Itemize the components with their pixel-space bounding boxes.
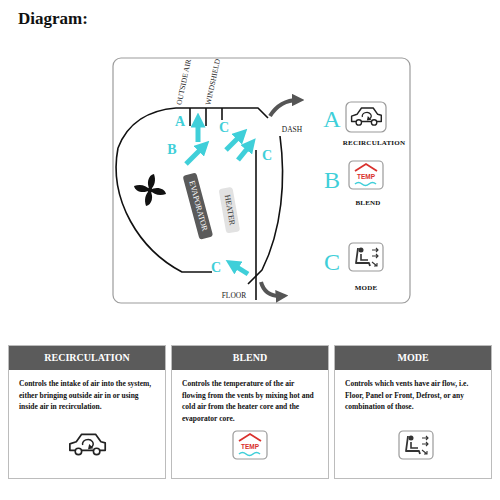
mode-icon <box>399 431 433 459</box>
port-label: OUTSIDE AIR <box>176 58 193 105</box>
recirculation-icon <box>352 108 382 125</box>
fan-blade <box>134 185 150 192</box>
airflow-arrow <box>232 264 248 274</box>
door-letter: A <box>175 115 185 129</box>
card-heading: RECIRCULATION <box>9 346 165 370</box>
card-description: Controls the intake of air into the syst… <box>9 370 165 421</box>
control-name: RECIRCULATION <box>343 140 405 147</box>
temp-icon <box>349 161 383 189</box>
control-name: BLEND <box>355 200 380 207</box>
blower-fan <box>134 174 166 206</box>
info-card: BLENDControls the temperature of the air… <box>171 345 329 479</box>
dash-outlet-arrow <box>270 100 298 116</box>
component-name: EVAPORATOR <box>187 180 208 232</box>
mode-icon <box>349 243 383 271</box>
airflow-arrow <box>226 134 242 150</box>
component-name: HEATER <box>222 194 235 226</box>
airflow-arrow <box>196 120 201 142</box>
air-duct <box>116 108 282 300</box>
recirculation-icon-frame <box>346 102 386 132</box>
duct-left-wall <box>116 148 212 272</box>
icon-text: TEMP <box>357 174 375 181</box>
duct-divider <box>189 108 191 126</box>
floor-duct-line <box>255 150 257 300</box>
duct-right-wall <box>248 136 283 284</box>
fan-blade <box>150 188 166 195</box>
door-letter: B <box>167 143 176 157</box>
card-heading: BLEND <box>172 346 328 370</box>
duct-divider <box>205 108 207 126</box>
card-description: Controls which vents have air flow, i.e.… <box>335 370 491 421</box>
fan-blade <box>148 174 155 190</box>
outlet-label: DASH <box>282 126 302 134</box>
port-label: WINDSHIELD <box>204 58 221 106</box>
legend-letter: B <box>324 168 340 192</box>
heater-core: HEATER <box>218 187 240 233</box>
floor-outlet-arrow <box>261 282 282 296</box>
icon-text: TEMP <box>241 444 259 451</box>
fan-blade <box>145 190 152 206</box>
card-description: Controls the temperature of the air flow… <box>172 370 328 433</box>
recirculation-icon <box>70 434 105 454</box>
legend-letter: C <box>324 250 340 274</box>
temp-icon <box>233 431 267 459</box>
evaporator-core: EVAPORATOR <box>183 172 214 239</box>
fan-hub <box>148 188 153 193</box>
outlet-label: FLOOR <box>222 292 247 300</box>
airflow-arrow <box>238 144 251 160</box>
diagram-title: Diagram: <box>18 9 88 29</box>
airflow-arrow <box>186 146 204 164</box>
diagram-panel <box>113 58 410 303</box>
airflow-arrows <box>186 120 251 274</box>
door-letter: C <box>262 149 272 163</box>
duct-divider <box>221 108 223 120</box>
legend-letter: A <box>323 107 340 131</box>
door-letter: C <box>219 121 229 135</box>
card-heading: MODE <box>335 346 491 370</box>
info-card: RECIRCULATIONControls the intake of air … <box>8 345 166 479</box>
door-letter: C <box>211 261 221 275</box>
duct-top-wall <box>118 108 268 148</box>
control-name: MODE <box>355 285 378 292</box>
info-card: MODEControls which vents have air flow, … <box>334 345 492 479</box>
